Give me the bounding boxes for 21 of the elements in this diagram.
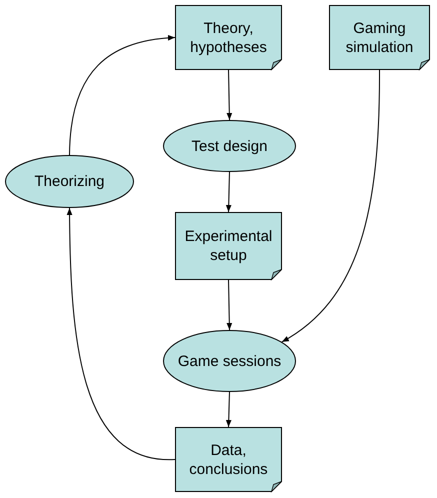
arrow	[226, 172, 232, 212]
node-label: Experimental setup	[184, 227, 274, 265]
node-label: Game sessions	[176, 352, 282, 370]
process-ellipse	[163, 120, 296, 172]
node-label: Data, conclusions	[188, 440, 269, 478]
node-label: Gaming simulation	[344, 18, 414, 56]
arrow	[66, 208, 176, 460]
note-box	[175, 427, 282, 492]
arrow	[226, 392, 232, 428]
note-box	[175, 5, 282, 70]
node-label: Theory, hypotheses	[189, 18, 268, 56]
process-ellipse	[163, 330, 296, 392]
note-box	[175, 212, 282, 280]
note-box	[329, 5, 430, 70]
arrow	[281, 70, 380, 342]
node-label: Test design	[190, 136, 268, 156]
arrow	[226, 280, 232, 330]
arrow	[226, 70, 232, 120]
arrow	[69, 35, 176, 156]
process-ellipse	[5, 155, 134, 208]
node-label: Theorizing	[33, 172, 106, 191]
